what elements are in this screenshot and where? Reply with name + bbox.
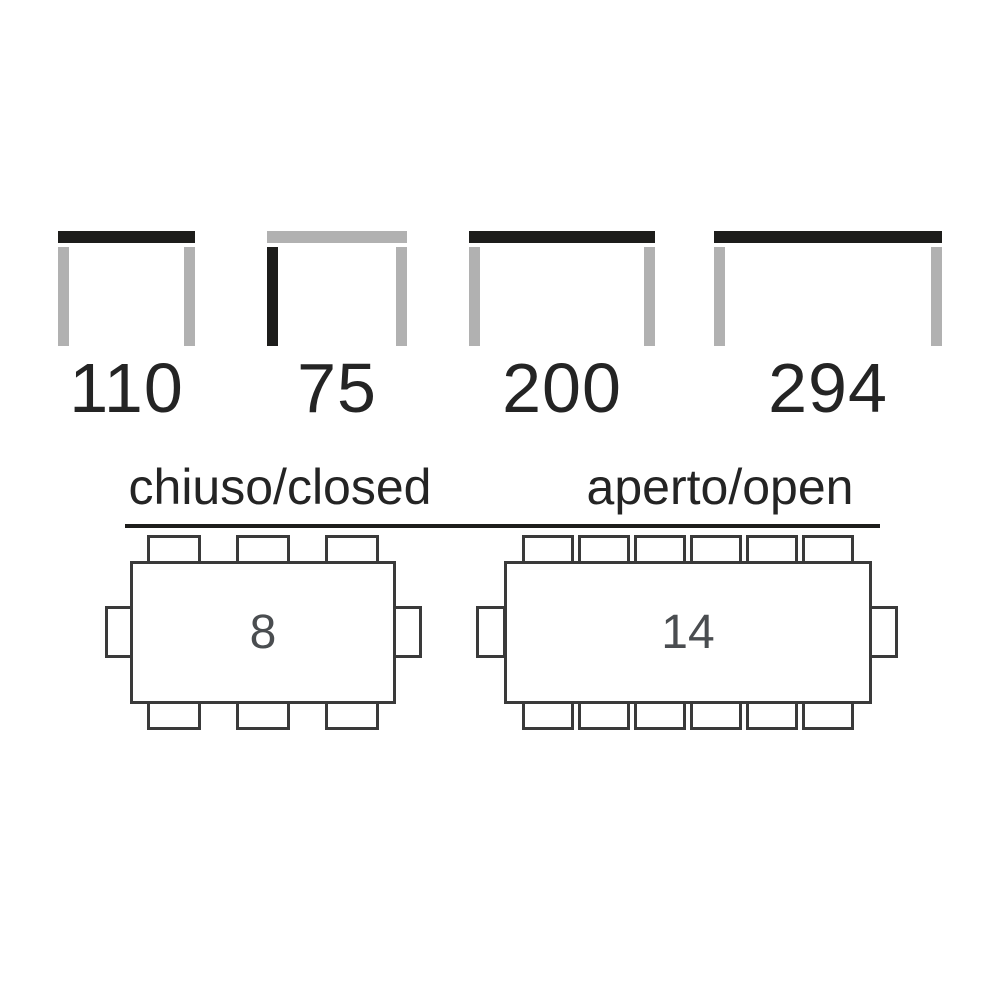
table-leg-icon (58, 247, 69, 346)
open-section-label: aperto/open (586, 459, 854, 515)
table-top-highlight-icon (58, 231, 195, 243)
chair (392, 606, 422, 658)
side-view-table-75: 75 (267, 231, 407, 431)
table-leg-highlight-icon (267, 247, 278, 346)
dimension-label: 294 (768, 349, 888, 427)
chair (476, 606, 506, 658)
chair (578, 535, 630, 566)
dimension-label: 200 (502, 349, 622, 427)
side-view-table-294: 294 (714, 231, 942, 431)
closed-section-label: chiuso/closed (128, 459, 432, 515)
table-top-highlight-icon (714, 231, 942, 243)
table-leg-icon (644, 247, 655, 346)
table-leg-icon (931, 247, 942, 346)
side-view-table-200: 200 (469, 231, 655, 431)
table-top-surface: 8 (130, 561, 396, 704)
table-leg-icon (184, 247, 195, 346)
chair (802, 535, 854, 566)
table-leg-icon (714, 247, 725, 346)
section-divider-line (125, 524, 880, 528)
table-leg-icon (469, 247, 480, 346)
chair (868, 606, 898, 658)
chair (522, 699, 574, 730)
chair (578, 699, 630, 730)
chair-row-top (504, 535, 872, 566)
table-top-highlight-icon (469, 231, 655, 243)
chair (236, 535, 290, 566)
table-leg-icon (396, 247, 407, 346)
seat-count: 8 (249, 605, 277, 659)
seat-count: 14 (661, 605, 715, 659)
table-top-surface: 14 (504, 561, 872, 704)
dimension-label: 110 (69, 349, 184, 427)
dimension-label: 75 (297, 349, 377, 427)
side-view-table-110: 110 (58, 231, 195, 431)
table-top-icon (267, 231, 407, 243)
